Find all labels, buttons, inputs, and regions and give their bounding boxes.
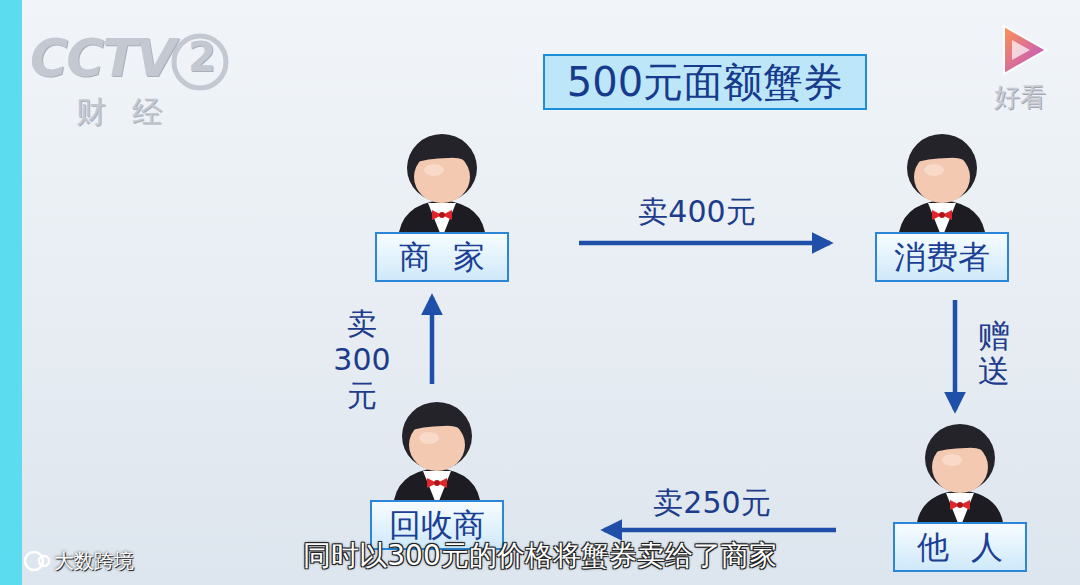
title-box: 500元面额蟹券 xyxy=(543,54,867,110)
dashu-logo xyxy=(25,552,49,570)
node-label: 消费者 xyxy=(894,238,990,276)
edge-label: 赠送 xyxy=(978,319,1010,389)
watermark-logo: CCTV xyxy=(30,28,174,88)
title-text: 500元面额蟹券 xyxy=(567,59,843,105)
watermark-logo: 2 xyxy=(188,34,216,80)
person-icon xyxy=(910,420,1010,530)
node-label: 他 人 xyxy=(917,528,1004,566)
person-figure: 他 人 xyxy=(893,420,1027,572)
person-icon xyxy=(387,398,487,508)
edge-label: 卖250元 xyxy=(653,485,770,521)
person-figure: 商 家 xyxy=(375,130,509,282)
person-figure: 消费者 xyxy=(875,130,1009,282)
edge-label: 卖400元 xyxy=(638,194,755,230)
haokan-logo xyxy=(1004,26,1046,74)
flow-arrow xyxy=(579,241,830,246)
flow-arrow xyxy=(953,300,958,410)
person-figure: 回收商 xyxy=(370,398,504,550)
person-icon xyxy=(892,130,992,240)
name-plate: 商 家 xyxy=(375,232,509,282)
watermark-text: 大数跨境 xyxy=(54,548,134,575)
subtitle-caption: 同时以300元的价格将蟹券卖给了商家 xyxy=(303,538,776,574)
watermark-text: 好看 xyxy=(994,80,1046,115)
person-icon xyxy=(392,130,492,240)
watermark-text: 财经 xyxy=(76,92,188,133)
node-label: 商 家 xyxy=(399,238,486,276)
name-plate: 他 人 xyxy=(893,522,1027,572)
name-plate: 消费者 xyxy=(875,232,1009,282)
side-bar xyxy=(0,0,22,585)
flow-arrow xyxy=(604,528,836,533)
edge-label: 卖 300元 xyxy=(320,306,404,414)
node-label: 回收商 xyxy=(389,506,485,544)
flow-arrow xyxy=(430,297,435,384)
